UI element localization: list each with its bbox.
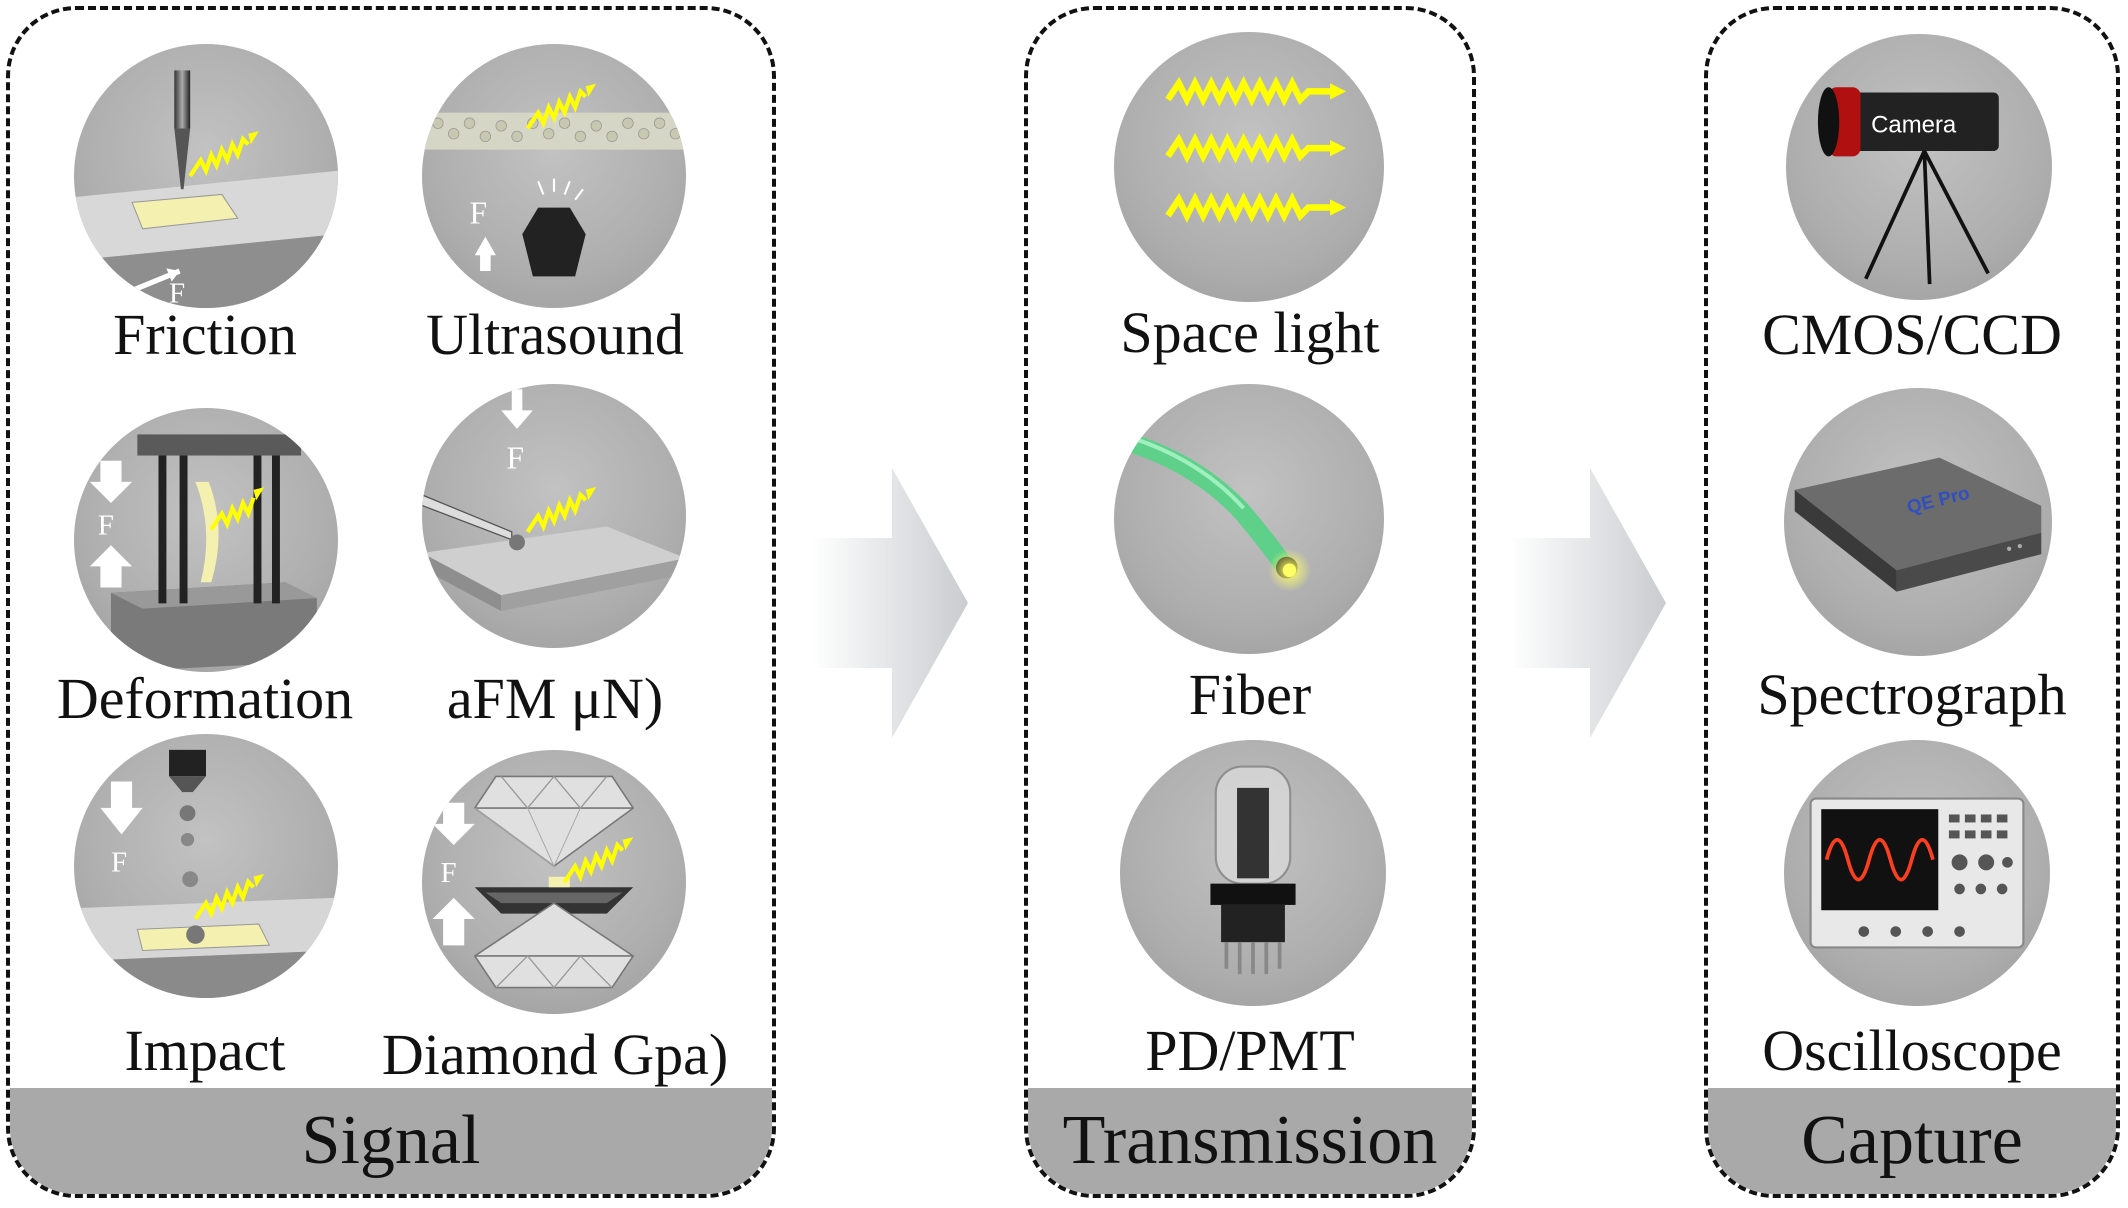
transmission-panel: Space light Fiber PD/PMT Transmission [1024, 6, 1476, 1198]
spectrograph-illustration: QE Pro [1784, 388, 2052, 656]
signal-title: Signal [301, 1102, 481, 1179]
friction-force-letter: F [169, 278, 185, 308]
diamond-force-letter: F [440, 857, 456, 889]
ultrasound-illustration: F [422, 44, 686, 308]
impact-force-letter: F [111, 846, 127, 878]
diamond-illustration: F [422, 750, 686, 1014]
signal-footer: Signal [10, 1088, 772, 1194]
cmos-ccd-label: CMOS/CCD [1762, 302, 2062, 367]
space-light-label: Space light [1120, 300, 1380, 365]
signal-panel: F Friction F Ultrasound [6, 6, 776, 1198]
oscilloscope-illustration [1784, 740, 2050, 1006]
impact-illustration: F [74, 734, 338, 998]
spectrograph-label: Spectrograph [1757, 662, 2067, 727]
capture-title: Capture [1801, 1102, 2023, 1179]
deformation-label: Deformation [56, 666, 354, 731]
ultrasound-label: Ultrasound [426, 302, 684, 367]
friction-label: Friction [113, 302, 297, 367]
pd-pmt-label: PD/PMT [1145, 1018, 1355, 1083]
deformation-illustration: F [74, 408, 338, 672]
friction-illustration: F [74, 44, 338, 308]
camera-brand-text: Camera [1871, 111, 1957, 138]
flow-arrow-1 [812, 468, 968, 738]
diamond-label: Diamond Gpa) [381, 1022, 729, 1087]
capture-panel: Camera CMOS/CCD QE Pro Spectrograph [1704, 6, 2120, 1198]
oscilloscope-label: Oscilloscope [1762, 1018, 2062, 1083]
afm-label: aFM μN) [446, 666, 664, 731]
ultrasound-force-letter: F [470, 196, 488, 231]
afm-illustration: F [422, 384, 686, 648]
flow-arrow-2 [1510, 468, 1666, 738]
transmission-title: Transmission [1062, 1102, 1438, 1179]
transmission-footer: Transmission [1028, 1088, 1472, 1194]
fiber-illustration [1114, 384, 1384, 654]
space-light-illustration [1114, 32, 1384, 302]
capture-footer: Capture [1708, 1088, 2116, 1194]
afm-force-letter: F [506, 440, 524, 475]
fiber-label: Fiber [1188, 662, 1312, 727]
pd-pmt-illustration [1120, 740, 1386, 1006]
impact-label: Impact [124, 1018, 286, 1083]
deformation-force-letter: F [98, 510, 114, 542]
camera-illustration: Camera [1786, 34, 2052, 300]
